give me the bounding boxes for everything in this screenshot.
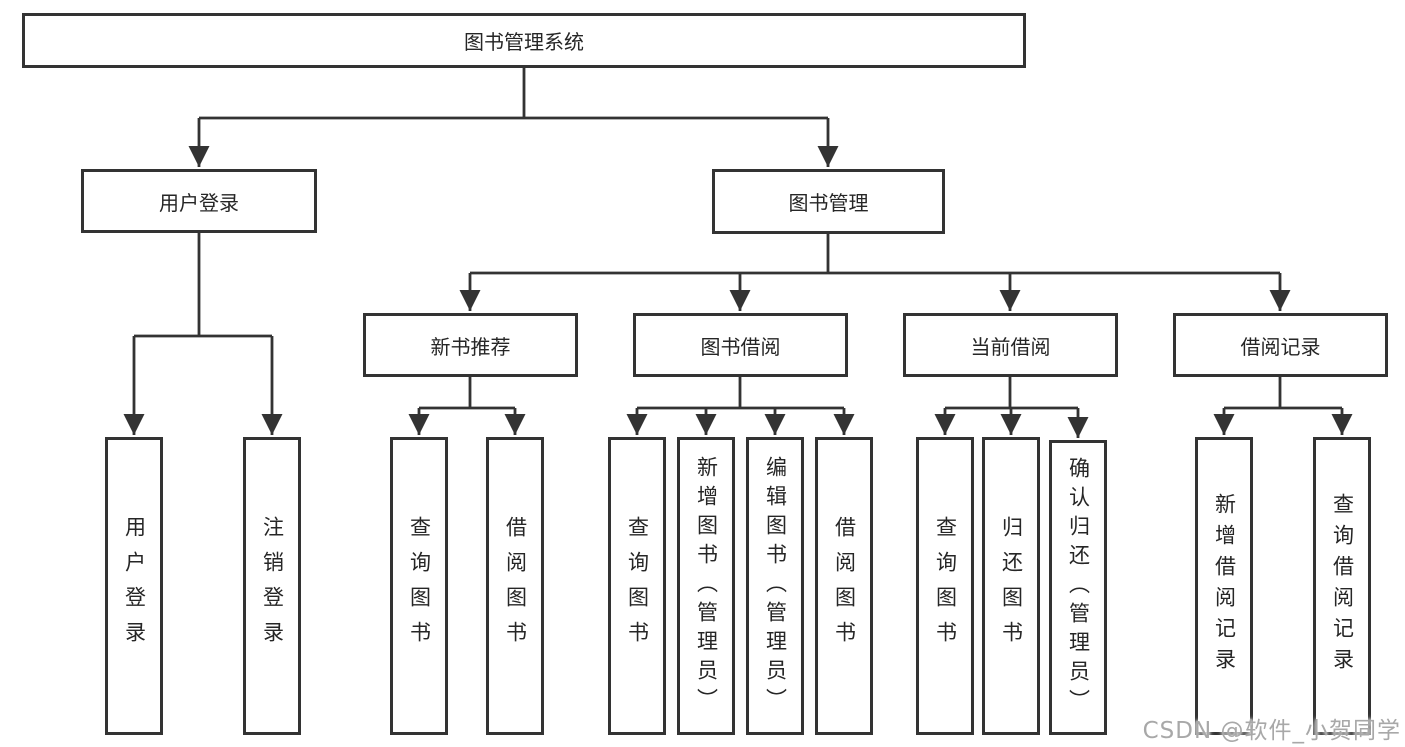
leaf-user-login-label: 用户登录	[122, 516, 147, 656]
leaf-query-book-borrow-label: 查询图书	[625, 516, 650, 656]
leaf-borrow-book: 借阅图书	[815, 437, 873, 735]
leaf-query-borrow-record-label: 查询借阅记录	[1330, 493, 1355, 679]
leaf-query-book-borrow: 查询图书	[608, 437, 666, 735]
leaf-edit-book-admin-label: 编辑图书（管理员）	[763, 455, 788, 717]
node-new-book-recommend-label: 新书推荐	[430, 334, 511, 359]
leaf-user-login: 用户登录	[105, 437, 163, 735]
leaf-confirm-return-admin: 确认归还（管理员）	[1049, 440, 1107, 735]
node-borrow-records-label: 借阅记录	[1240, 334, 1321, 359]
leaf-borrow-book-recommend-label: 借阅图书	[503, 516, 528, 656]
leaf-edit-book-admin: 编辑图书（管理员）	[746, 437, 804, 735]
leaf-confirm-return-admin-label: 确认归还（管理员）	[1066, 457, 1091, 718]
leaf-logout: 注销登录	[243, 437, 301, 735]
leaf-add-borrow-record-label: 新增借阅记录	[1212, 493, 1237, 679]
leaf-query-book-current-label: 查询图书	[933, 516, 958, 656]
leaf-logout-label: 注销登录	[260, 516, 285, 656]
node-book-management-label: 图书管理	[788, 191, 869, 215]
leaf-return-book: 归还图书	[982, 437, 1040, 735]
csdn-watermark: CSDN @软件_小贺同学	[1142, 718, 1401, 744]
node-library-system-label: 图书管理系统	[464, 30, 584, 54]
node-new-book-recommend: 新书推荐	[363, 313, 578, 377]
node-current-borrow-label: 当前借阅	[970, 334, 1051, 359]
leaf-query-book-current: 查询图书	[916, 437, 974, 735]
leaf-borrow-book-label: 借阅图书	[832, 516, 857, 656]
leaf-add-book-admin-label: 新增图书（管理员）	[694, 455, 719, 717]
leaf-add-book-admin: 新增图书（管理员）	[677, 437, 735, 735]
leaf-return-book-label: 归还图书	[999, 516, 1024, 656]
node-borrow-records: 借阅记录	[1173, 313, 1388, 377]
node-book-borrow: 图书借阅	[633, 313, 848, 377]
node-current-borrow: 当前借阅	[903, 313, 1118, 377]
leaf-query-book-recommend: 查询图书	[390, 437, 448, 735]
leaf-query-borrow-record: 查询借阅记录	[1313, 437, 1371, 735]
node-user-login-label: 用户登录	[159, 190, 239, 215]
leaf-add-borrow-record: 新增借阅记录	[1195, 437, 1253, 735]
node-user-login: 用户登录	[81, 169, 317, 233]
leaf-query-book-recommend-label: 查询图书	[407, 516, 432, 656]
node-library-system: 图书管理系统	[22, 13, 1026, 68]
node-book-management: 图书管理	[712, 169, 945, 234]
node-book-borrow-label: 图书借阅	[700, 334, 781, 359]
leaf-borrow-book-recommend: 借阅图书	[486, 437, 544, 735]
